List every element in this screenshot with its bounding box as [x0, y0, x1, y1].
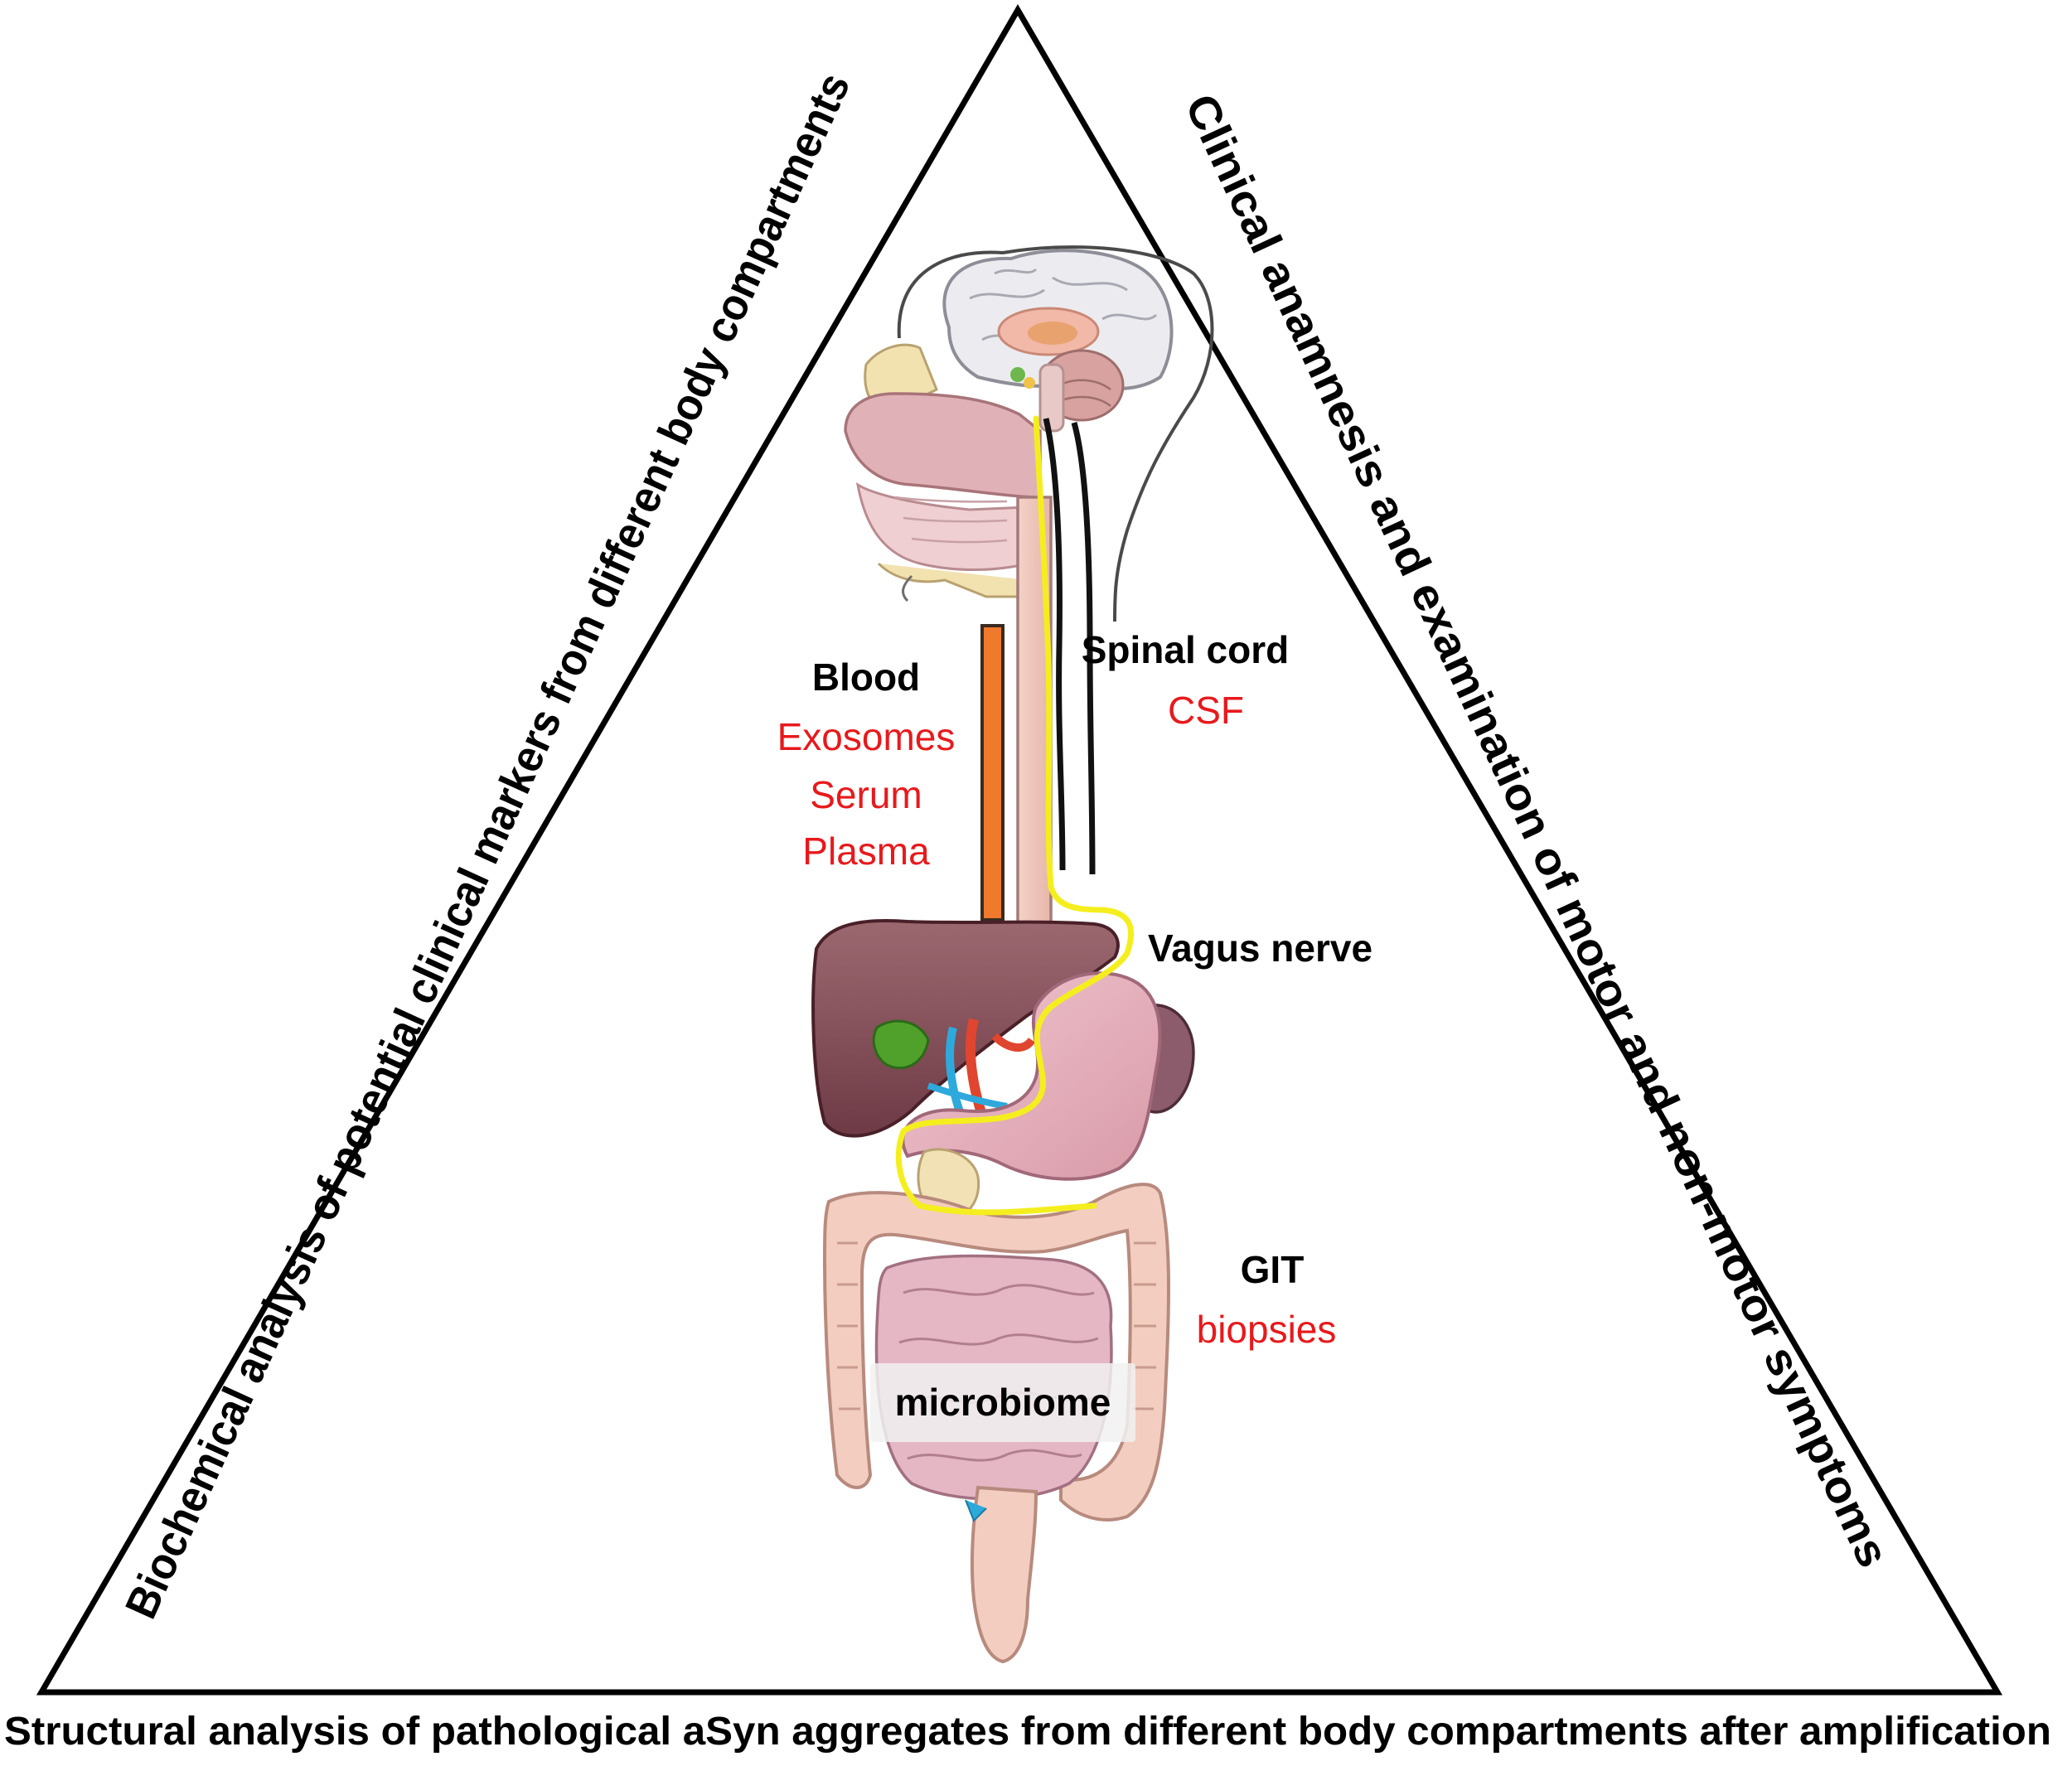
- head-cross-section: [844, 343, 1042, 602]
- exosomes-label: Exosomes: [777, 715, 956, 758]
- vagus-nerve-label: Vagus nerve: [1148, 927, 1372, 970]
- triangle-frame: [36, 4, 2003, 1696]
- stomach: [901, 971, 1162, 1181]
- brain: [942, 249, 1174, 433]
- blood-vessel-bar: [980, 624, 1005, 922]
- spinal-cord-label: Spinal cord: [1082, 628, 1289, 671]
- blood-label: Blood: [812, 656, 920, 699]
- right-side-label: Clinical anamnesis and examination of mo…: [1175, 87, 1898, 1575]
- microbiome-label: microbiome: [895, 1381, 1111, 1424]
- csf-label: CSF: [1168, 689, 1244, 732]
- left-side-label: Biochemical analysis of potential clinic…: [116, 65, 859, 1626]
- git-label: GIT: [1241, 1248, 1305, 1291]
- colon: [822, 1183, 1170, 1522]
- spinal-cord-line: [1043, 418, 1096, 875]
- bottom-label: Structural analysis of pathological aSyn…: [4, 1710, 2051, 1754]
- biopsies-label: biopsies: [1197, 1308, 1337, 1351]
- head-outline: [897, 245, 1214, 622]
- plasma-label: Plasma: [802, 830, 930, 873]
- microbiome-label-box: [870, 1363, 1135, 1442]
- serum-label: Serum: [810, 773, 922, 816]
- gallbladder: [872, 1019, 930, 1070]
- vagus-nerve-line: [895, 415, 1134, 1216]
- colon-folds: [837, 1241, 1156, 1410]
- rectum: [970, 1485, 1038, 1664]
